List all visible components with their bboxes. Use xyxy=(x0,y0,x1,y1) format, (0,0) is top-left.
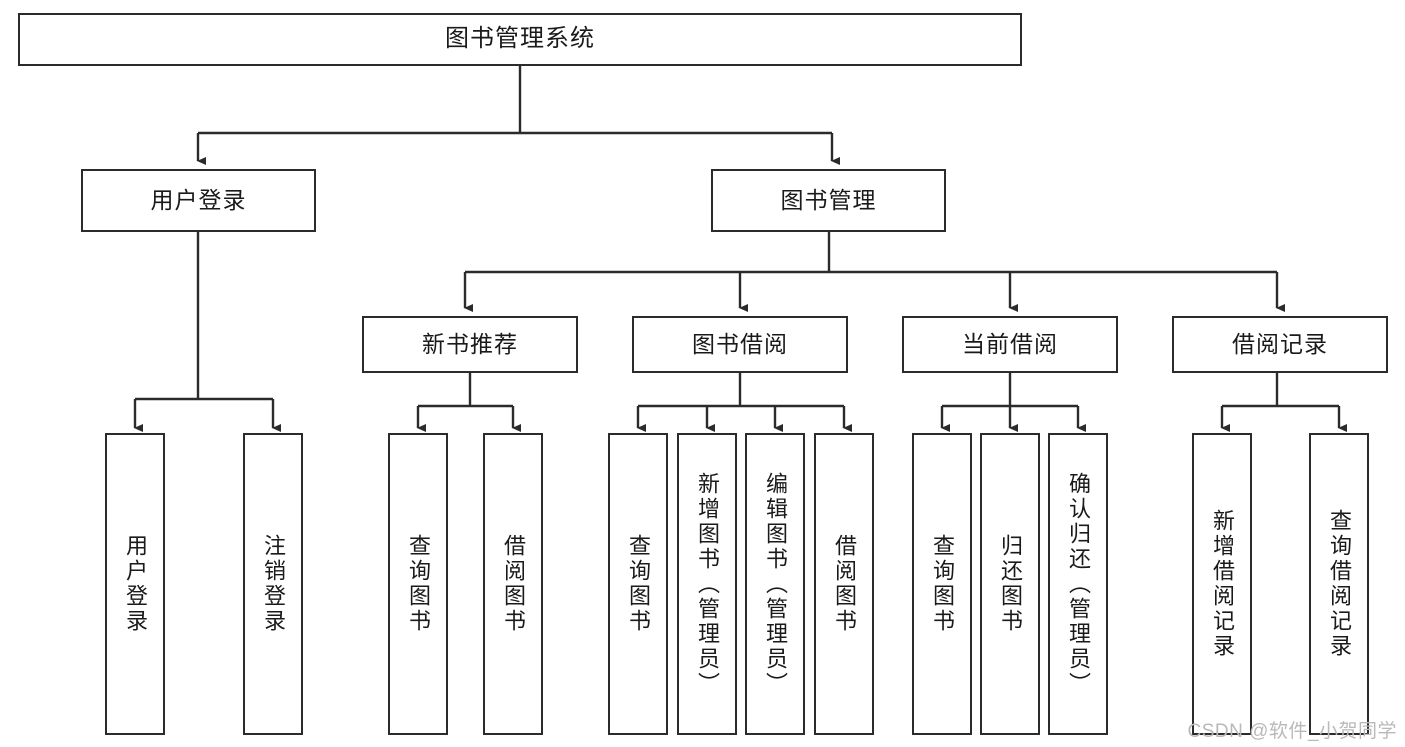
leaf-add-book-admin[interactable]: 新增图书（管理员） xyxy=(677,433,737,735)
leaf-label: 借阅图书 xyxy=(831,534,857,634)
leaf-label: 查询图书 xyxy=(625,534,651,634)
node-current-borrow[interactable]: 当前借阅 xyxy=(902,316,1118,373)
leaf-label: 注销登录 xyxy=(260,534,286,634)
watermark-text: CSDN @软件_小贺同学 xyxy=(1187,721,1397,742)
leaf-logout[interactable]: 注销登录 xyxy=(243,433,303,735)
leaf-borrow-book[interactable]: 借阅图书 xyxy=(814,433,874,735)
leaf-label: 查询图书 xyxy=(405,534,431,634)
node-root-system[interactable]: 图书管理系统 xyxy=(18,13,1022,66)
leaf-query-book-borrow[interactable]: 查询图书 xyxy=(608,433,668,735)
leaf-label: 查询借阅记录 xyxy=(1326,509,1352,659)
leaf-user-login[interactable]: 用户登录 xyxy=(105,433,165,735)
node-new-book-recommend[interactable]: 新书推荐 xyxy=(362,316,578,373)
node-user-login[interactable]: 用户登录 xyxy=(81,169,316,232)
edge-borrowrecord-to-leaves xyxy=(1220,373,1347,432)
edge-currentborrow-to-leaves xyxy=(940,373,1086,432)
node-book-borrow[interactable]: 图书借阅 xyxy=(632,316,848,373)
leaf-confirm-return-admin[interactable]: 确认归还（管理员） xyxy=(1048,433,1108,735)
leaf-query-book-current[interactable]: 查询图书 xyxy=(912,433,972,735)
leaf-label: 借阅图书 xyxy=(500,534,526,634)
leaf-label: 用户登录 xyxy=(122,534,148,634)
leaf-label: 查询图书 xyxy=(929,534,955,634)
leaf-label: 新增借阅记录 xyxy=(1209,509,1235,659)
leaf-edit-book-admin[interactable]: 编辑图书（管理员） xyxy=(745,433,805,735)
edge-bookborrow-to-leaves xyxy=(636,373,852,432)
edge-bookmanage-to-level3 xyxy=(463,232,1285,312)
node-book-management[interactable]: 图书管理 xyxy=(711,169,946,232)
edge-userlogin-to-leaves xyxy=(133,232,281,432)
leaf-return-book[interactable]: 归还图书 xyxy=(980,433,1040,735)
leaf-label: 确认归还（管理员） xyxy=(1065,471,1091,697)
leaf-query-book-recommend[interactable]: 查询图书 xyxy=(388,433,448,735)
leaf-borrow-book-recommend[interactable]: 借阅图书 xyxy=(483,433,543,735)
leaf-query-borrow-record[interactable]: 查询借阅记录 xyxy=(1309,433,1369,735)
leaf-label: 新增图书（管理员） xyxy=(694,471,720,697)
edge-root-to-level2 xyxy=(196,66,840,165)
edge-newbook-to-leaves xyxy=(416,373,521,432)
leaf-label: 归还图书 xyxy=(997,534,1023,634)
leaf-add-borrow-record[interactable]: 新增借阅记录 xyxy=(1192,433,1252,735)
leaf-label: 编辑图书（管理员） xyxy=(762,471,788,697)
node-borrow-record[interactable]: 借阅记录 xyxy=(1172,316,1388,373)
